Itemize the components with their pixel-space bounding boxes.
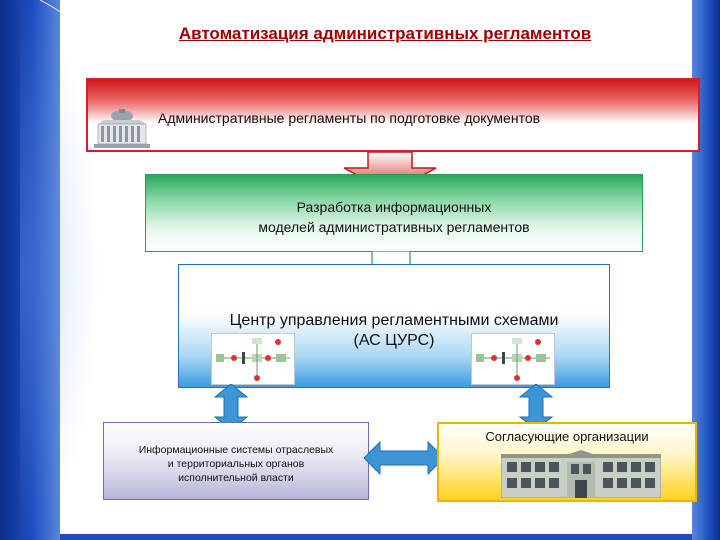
slide-title: Автоматизация административных регламент…: [178, 24, 592, 43]
workflow-scheme-left: [211, 333, 295, 385]
double-arrow-horizontal: [364, 440, 444, 476]
control-center-line1: Центр управления регламентными схемами: [229, 312, 559, 329]
info-systems-line3: исполнительной власти: [178, 472, 294, 484]
bottom-decor-line: [60, 534, 692, 540]
double-arrow-right-vertical: [518, 384, 554, 430]
agreeing-orgs-label: Согласующие организации: [485, 429, 649, 444]
regulations-label: Административные регламенты по подготовк…: [158, 110, 541, 126]
info-systems-line1: Информационные системы отраслевых: [138, 444, 334, 456]
block-development: Разработка информационных моделей админи…: [145, 174, 643, 252]
development-line1: Разработка информационных: [296, 199, 492, 215]
control-center-line2: (АС ЦУРС): [353, 332, 435, 349]
government-building-icon: [94, 109, 150, 148]
block-regulations: Административные регламенты по подготовк…: [86, 78, 700, 152]
workflow-scheme-right: [471, 333, 555, 385]
development-line2: моделей административных регламентов: [258, 219, 530, 235]
double-arrow-left-vertical: [213, 384, 249, 430]
block-info-systems: Информационные системы отраслевых и терр…: [103, 422, 369, 500]
block-control-center: Центр управления регламентными схемами (…: [178, 264, 610, 388]
left-decor-band: [0, 0, 100, 540]
info-systems-line2: и территориальных органов: [167, 458, 305, 470]
office-building-icon: [501, 450, 661, 498]
block-agreeing-orgs: Согласующие организации: [437, 422, 697, 502]
